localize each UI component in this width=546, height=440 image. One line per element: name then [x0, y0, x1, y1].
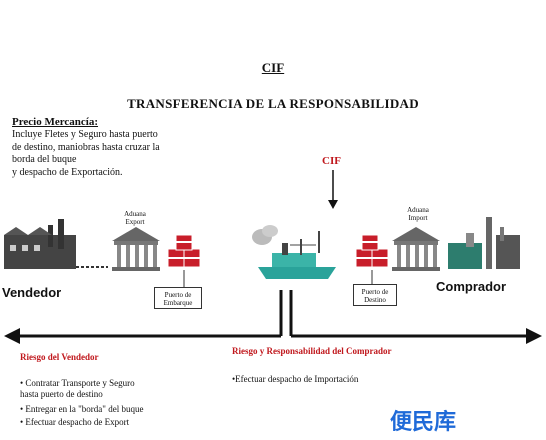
buyer-risk-title: Riesgo y Responsabilidad del Comprador [232, 346, 392, 356]
cargo-boxes-right-icon [355, 234, 389, 268]
comprador-label: Comprador [436, 279, 507, 294]
aduana-import-label: Aduana Import [407, 206, 429, 222]
cif-title: CIF [261, 60, 285, 75]
watermark-logo: 便民库 [389, 410, 456, 435]
vendedor-label: Vendedor [2, 285, 62, 300]
seller-risk-item-2: • Entregar en la "borda" del buque [20, 404, 144, 414]
trade-illustration [4, 217, 520, 279]
cif-marker-label: CIF [322, 155, 341, 167]
cargo-boxes-left-icon [167, 234, 201, 268]
down-arrow-icon [328, 170, 338, 209]
connector-lines [183, 270, 373, 287]
buyer-risk-item-1: •Efectuar despacho de Importación [232, 374, 359, 384]
aduana-export-label: Aduana Export [124, 210, 146, 226]
diagram-subtitle: TRANSFERENCIA DE LA RESPONSABILIDAD [127, 96, 419, 111]
seller-risk-item-1: • Contratar Transporte y Seguro hasta pu… [20, 378, 135, 399]
puerto-destino-box: Puerto de Destino [353, 284, 397, 306]
responsibility-arrows [4, 290, 542, 344]
factory-left-icon [4, 219, 108, 269]
seller-risk-title: Riesgo del Vendedor [20, 352, 99, 362]
ship-icon [252, 225, 336, 279]
right-arrowhead-icon [526, 328, 542, 344]
left-arrowhead-icon [4, 328, 20, 344]
customs-building-left-icon [112, 227, 160, 271]
puerto-embarque-box: Puerto de Embarque [154, 287, 202, 309]
seller-risk-item-3: • Efectuar despacho de Export [20, 417, 130, 427]
factory-right-icon [448, 217, 520, 269]
price-title: Precio Mercancía: [12, 116, 99, 128]
customs-building-right-icon [392, 227, 440, 271]
price-description: Incluye Fletes y Seguro hasta puerto de … [12, 129, 160, 178]
